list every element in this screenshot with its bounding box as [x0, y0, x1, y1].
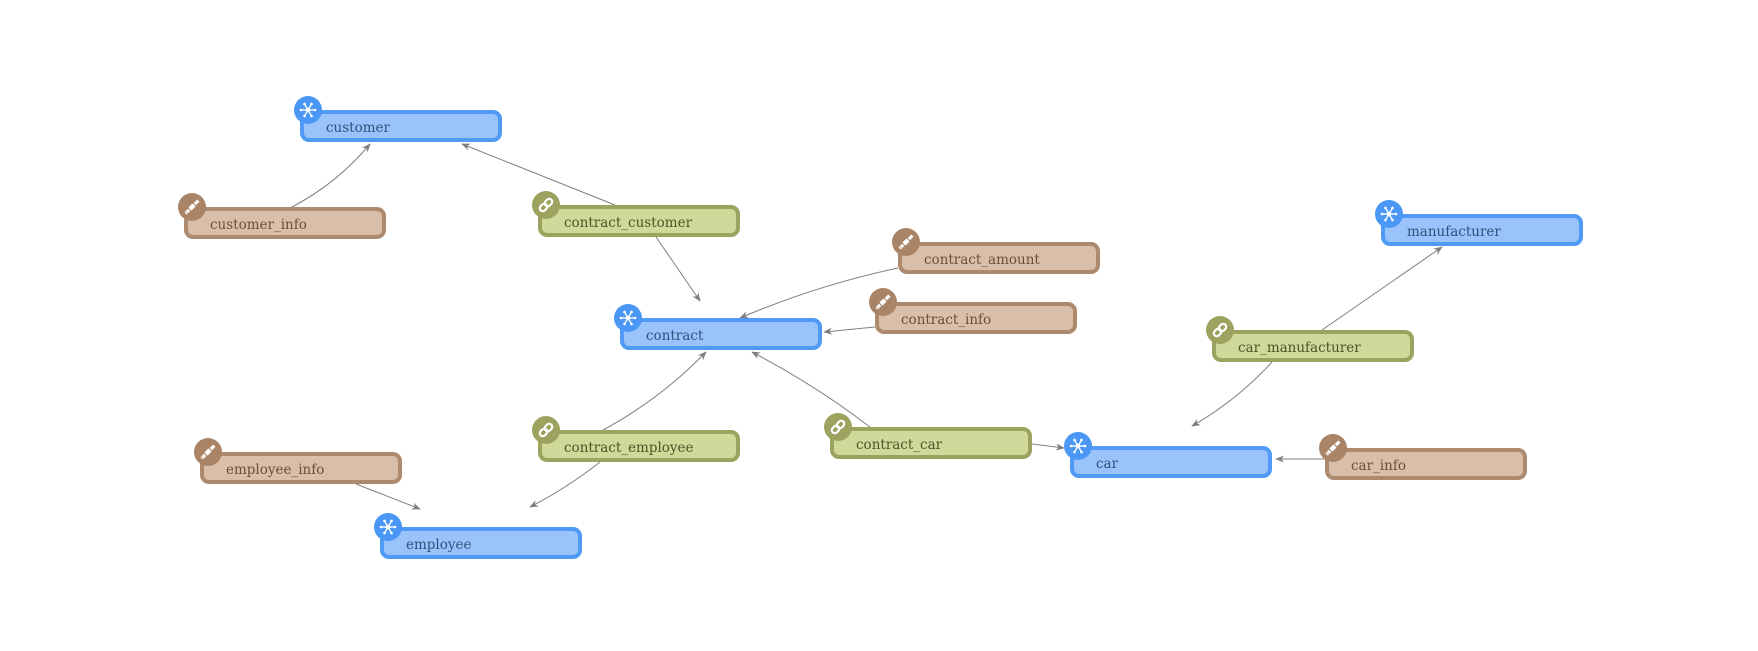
- link-icon: [532, 191, 560, 219]
- node-contract-info[interactable]: contract_info: [869, 288, 1077, 334]
- node-contract[interactable]: contract: [614, 304, 822, 350]
- satellite-icon: [194, 438, 222, 466]
- node-label: customer: [326, 120, 390, 136]
- hub-icon: [1375, 200, 1403, 228]
- satellite-icon: [1319, 434, 1347, 462]
- edge-car-manufacturer-to-manufacturer: [1321, 246, 1443, 331]
- edge-contract-car-to-contract: [751, 351, 871, 428]
- edge-contract-customer-to-contract: [655, 236, 701, 302]
- node-car-manufacturer[interactable]: car_manufacturer: [1206, 316, 1414, 362]
- node-contract-amount[interactable]: contract_amount: [892, 228, 1100, 274]
- node-customer[interactable]: customer: [294, 96, 502, 142]
- node-manufacturer[interactable]: manufacturer: [1375, 200, 1583, 246]
- edge-contract-car-to-car: [1031, 443, 1065, 451]
- hub-icon: [614, 304, 642, 332]
- node-label: car_manufacturer: [1238, 340, 1361, 356]
- hub-icon: [1064, 432, 1092, 460]
- hub-icon: [374, 513, 402, 541]
- node-contract-car[interactable]: contract_car: [824, 413, 1032, 459]
- node-label: contract_info: [901, 312, 992, 328]
- link-icon: [824, 413, 852, 441]
- edge-car-manufacturer-to-car: [1191, 361, 1273, 427]
- node-customer-info[interactable]: customer_info: [178, 193, 386, 239]
- node-label: manufacturer: [1407, 224, 1501, 240]
- node-contract-customer[interactable]: contract_customer: [532, 191, 740, 237]
- node-label: contract: [646, 328, 704, 344]
- edge-customer-info-to-customer: [291, 143, 371, 208]
- edge-contract-amount-to-contract: [739, 267, 899, 319]
- node-label: employee: [406, 537, 472, 553]
- node-car[interactable]: car: [1064, 432, 1272, 478]
- node-label: contract_car: [856, 437, 943, 453]
- node-label: contract_customer: [564, 215, 693, 231]
- link-icon: [532, 416, 560, 444]
- node-car-info[interactable]: car_info: [1319, 434, 1527, 480]
- satellite-icon: [178, 193, 206, 221]
- edge-contract-employee-to-contract: [602, 351, 707, 431]
- node-label: contract_employee: [564, 440, 694, 456]
- satellite-icon: [892, 228, 920, 256]
- node-employee[interactable]: employee: [374, 513, 582, 559]
- node-label: car_info: [1351, 458, 1406, 474]
- edge-contract-info-to-contract: [823, 326, 876, 335]
- node-contract-employee[interactable]: contract_employee: [532, 416, 740, 462]
- satellite-icon: [869, 288, 897, 316]
- node-label: contract_amount: [924, 252, 1040, 268]
- edge-contract-employee-to-employee: [529, 461, 601, 508]
- node-label: customer_info: [210, 217, 307, 233]
- edge-contract-customer-to-customer: [461, 143, 616, 206]
- link-icon: [1206, 316, 1234, 344]
- node-label: car: [1096, 456, 1119, 472]
- hub-icon: [294, 96, 322, 124]
- node-label: employee_info: [226, 462, 325, 478]
- edge-employee-info-to-employee: [355, 483, 421, 510]
- node-employee-info[interactable]: employee_info: [194, 438, 402, 484]
